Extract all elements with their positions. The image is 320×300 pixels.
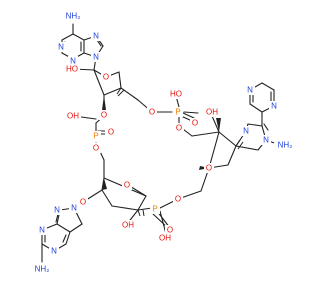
ribose-3-atoms: O OH — [204, 107, 220, 173]
phosphate-1-double-bond-oxygen: O — [108, 128, 114, 137]
adenine-2-nitrogen-1: N — [71, 204, 77, 213]
adenine-2-nitrogen-3: N — [39, 226, 45, 235]
phosphate-1-hydroxyl: OH — [67, 112, 79, 121]
ribose-2-hydroxyl: OH — [122, 221, 134, 230]
ribose-1-ring-oxygen: O — [103, 73, 109, 82]
adenine-3-nitrogen-2: N — [263, 136, 269, 145]
adenine-2-nitrogen-4: N — [51, 247, 57, 256]
phosphate-2-ester-oxygen-1: O — [149, 108, 155, 117]
ribose-3-hydroxyl: OH — [206, 108, 218, 117]
adenine-1-nitrogen-3: N — [93, 32, 99, 41]
molecule-diagram: NH₂ N N N N HO O O O P O — [31, 11, 296, 274]
adenine-1-amine-label: NH₂ — [66, 12, 81, 21]
phosphate-1-ester-oxygen-2: O — [93, 144, 99, 153]
phosphate-1-ester-oxygen-1: O — [101, 111, 107, 120]
phosphate-1-phosphorus: P — [93, 132, 98, 141]
phosphate-3-hydroxyl: OH — [159, 234, 171, 243]
phosphate-2-ester-oxygen-2: O — [176, 124, 182, 133]
ribose-2-atoms: O OH O — [78, 180, 136, 230]
phosphate-1-atoms: O P O OH O — [65, 110, 115, 153]
adenine-1-atoms: NH₂ N N N N — [56, 11, 101, 66]
ribose-2-ring-oxygen: O — [80, 198, 86, 207]
adenine-3-nitrogen-3: N — [247, 86, 253, 95]
ribose-2-bonds — [73, 159, 153, 225]
adenine-2-atoms: N N N N NH₂ — [31, 203, 79, 274]
adenine-1-nitrogen-2: N — [70, 57, 76, 66]
phosphate-3-ester-oxygen-2: O — [175, 195, 181, 204]
phosphate-2-hydroxyl: HO — [170, 90, 182, 99]
adenine-2-amine-label: NH₂ — [35, 265, 50, 274]
adenine-1-nitrogen-1: N — [58, 43, 64, 52]
phosphate-2-atoms: P HO O O — [168, 89, 200, 133]
phosphate-3-double-bond-oxygen: O — [167, 226, 173, 235]
phosphate-3-atoms: P O OH O — [150, 194, 183, 243]
adenine-3-amine-label: NH₂ — [278, 141, 293, 150]
adenine-3-nitrogen-1: N — [243, 127, 249, 136]
adenine-1-nitrogen-4: N — [93, 53, 99, 62]
adenine-2-bonds — [41, 207, 83, 263]
atom-label-layer: NH₂ N N N N HO O O O P O — [31, 11, 296, 274]
ribose-3-ring-oxygen: O — [206, 164, 212, 173]
phosphate-3-phosphorus: P — [152, 205, 157, 214]
structure-canvas: NH₂ N N N N HO O O O P O — [31, 11, 296, 274]
adenine-3-nitrogen-4: N — [271, 102, 277, 111]
adenine-2-nitrogen-2: N — [54, 206, 60, 215]
ribose-1-bonds — [72, 56, 153, 113]
phosphate-3-ester-oxygen-1: O — [124, 181, 130, 190]
stereo-bonds — [102, 87, 244, 217]
phosphate-2-phosphorus: P — [175, 108, 180, 117]
adenine-3-atoms: N N N N NH₂ — [241, 85, 296, 150]
ribose-1-hydroxyl: HO — [66, 65, 78, 74]
phosphate-2-double-bond-oxygen: O — [192, 119, 198, 128]
ribose-1-atoms: HO O O — [64, 64, 157, 117]
